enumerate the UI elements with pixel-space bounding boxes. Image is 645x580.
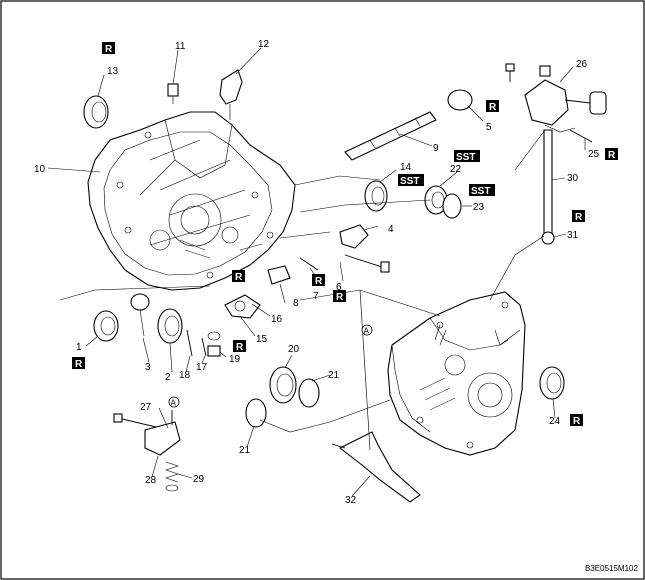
tag-r-1: R xyxy=(72,357,85,370)
ring-23 xyxy=(442,193,462,219)
svg-text:A: A xyxy=(364,327,370,336)
plug-19 xyxy=(207,331,221,357)
part-label-6: 6 xyxy=(336,282,342,293)
part-label-18: 18 xyxy=(179,370,191,381)
reference-marker-a-lower: A xyxy=(168,396,180,408)
tag-r-24: R xyxy=(570,414,583,427)
shift-rod-9 xyxy=(344,111,437,161)
tag-r-13: R xyxy=(102,42,115,55)
part-label-24: 24 xyxy=(549,416,561,427)
svg-text:SST: SST xyxy=(400,176,419,187)
part-label-27: 27 xyxy=(140,402,152,413)
svg-text:R: R xyxy=(235,272,243,283)
tag-r-16: R xyxy=(232,270,245,283)
svg-text:SST: SST xyxy=(456,152,475,163)
part-label-13: 13 xyxy=(107,66,119,77)
part-label-22: 22 xyxy=(450,164,462,175)
transaxle-case xyxy=(387,291,526,456)
lever-8 xyxy=(267,265,291,285)
plug-11 xyxy=(167,83,179,104)
part-label-26: 26 xyxy=(576,59,588,70)
svg-text:SST: SST xyxy=(471,186,490,197)
spring-29 xyxy=(165,461,179,492)
tag-sst-22: SST xyxy=(454,150,480,163)
part-label-25: 25 xyxy=(588,149,600,160)
part-label-19: 19 xyxy=(229,354,241,365)
tag-r-31: R xyxy=(572,210,585,223)
tag-r-8: R xyxy=(312,274,325,287)
sensor-12 xyxy=(219,69,243,120)
svg-text:R: R xyxy=(336,292,344,303)
pin-17 xyxy=(201,337,207,357)
shift-fork-32 xyxy=(331,431,421,503)
part-label-16: 16 xyxy=(271,314,283,325)
oil-seal-13 xyxy=(83,95,109,129)
cap-5 xyxy=(447,89,473,111)
clutch-housing xyxy=(87,111,296,291)
part-label-14: 14 xyxy=(400,162,412,173)
bearing-20 xyxy=(269,366,297,404)
svg-text:R: R xyxy=(573,416,581,427)
shim-21-b xyxy=(245,398,267,428)
svg-text:A: A xyxy=(171,399,177,408)
part-label-2: 2 xyxy=(165,372,171,383)
leader-lines xyxy=(47,47,586,497)
part-label-10: 10 xyxy=(34,164,46,175)
lever-15-16 xyxy=(224,294,261,319)
part-label-17: 17 xyxy=(196,362,208,373)
oil-seal-2 xyxy=(157,308,183,344)
part-label-7: 7 xyxy=(313,291,319,302)
seal-31 xyxy=(541,231,555,245)
svg-text:R: R xyxy=(608,150,616,161)
part-label-28: 28 xyxy=(145,475,157,486)
pin-25 xyxy=(569,129,593,143)
shift-assembly-26 xyxy=(505,63,607,133)
part-label-20: 20 xyxy=(288,344,300,355)
shim-21-a xyxy=(298,378,320,408)
oil-seal-24 xyxy=(539,366,565,400)
part-label-9: 9 xyxy=(433,143,439,154)
tag-r-19: R xyxy=(233,340,246,353)
svg-text:R: R xyxy=(236,342,244,353)
bolt-6 xyxy=(344,254,390,273)
part-label-21: 21 xyxy=(328,370,340,381)
reference-marker-a-upper: A xyxy=(361,324,373,336)
part-label-12: 12 xyxy=(258,39,270,50)
part-label-3: 3 xyxy=(145,362,151,373)
bracket-4 xyxy=(339,224,369,249)
figure-code: B3E0515M102 xyxy=(585,564,638,573)
part-label-21b: 21 xyxy=(239,445,251,456)
svg-text:R: R xyxy=(315,276,323,287)
tag-sst-23: SST xyxy=(469,184,495,197)
part-label-23: 23 xyxy=(473,202,485,213)
bolt-18 xyxy=(186,329,193,357)
tag-r-25: R xyxy=(605,148,618,161)
part-label-29: 29 xyxy=(193,474,205,485)
tag-r-6: R xyxy=(333,290,346,303)
part-label-4: 4 xyxy=(388,224,394,235)
part-label-15: 15 xyxy=(256,334,268,345)
tag-sst-14: SST xyxy=(398,174,424,187)
svg-text:R: R xyxy=(105,44,113,55)
pin-7 xyxy=(299,257,319,271)
part-label-30: 30 xyxy=(567,173,579,184)
part-label-1: 1 xyxy=(76,342,82,353)
svg-text:R: R xyxy=(489,102,497,113)
shaft-30 xyxy=(543,129,553,236)
svg-text:R: R xyxy=(75,359,83,370)
part-label-32: 32 xyxy=(345,495,357,506)
bearing-3 xyxy=(130,293,150,337)
oil-seal-14 xyxy=(364,180,388,212)
tag-r-5: R xyxy=(486,100,499,113)
lever-assembly-27-28 xyxy=(113,410,181,456)
part-label-11: 11 xyxy=(175,41,186,52)
part-number-labels: 1 2 3 4 5 6 7 8 9 10 11 12 13 14 15 16 1… xyxy=(34,39,600,506)
oil-seal-1 xyxy=(93,310,119,342)
part-label-31: 31 xyxy=(567,230,579,241)
part-label-5: 5 xyxy=(486,122,492,133)
part-label-8: 8 xyxy=(293,298,299,309)
svg-text:R: R xyxy=(575,212,583,223)
